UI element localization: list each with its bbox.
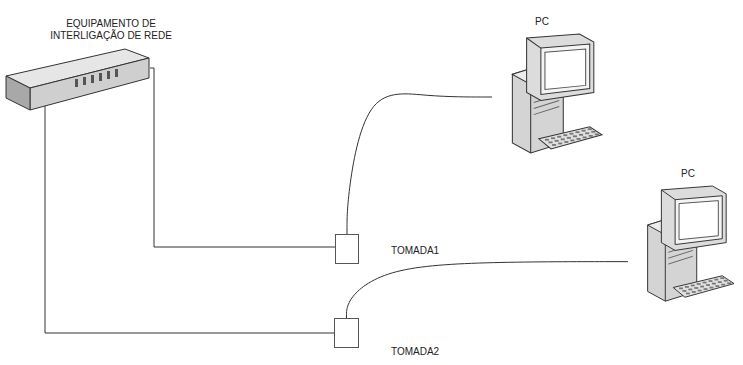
node-label: TOMADA1: [390, 245, 440, 257]
cable-line: [150, 68, 335, 247]
node-label: TOMADA2: [390, 346, 440, 358]
computer-icon: PC: [628, 186, 736, 308]
node-label: PC: [680, 168, 696, 180]
computer-icon: PC: [492, 34, 604, 160]
pc-symbol: [628, 186, 736, 308]
pc-symbol: [492, 34, 604, 160]
node-label: EQUIPAMENTO DE INTERLIGAÇÃO DE REDE: [35, 18, 187, 42]
wall-outlet: TOMADA2: [334, 318, 359, 348]
network-switch: EQUIPAMENTO DE INTERLIGAÇÃO DE REDE: [5, 48, 150, 112]
wall-outlet: TOMADA1: [335, 234, 359, 264]
node-label: PC: [534, 16, 550, 28]
switch-symbol: [5, 48, 150, 112]
cable-line: [347, 94, 492, 234]
cable-line: [45, 104, 334, 333]
cable-line: [347, 262, 629, 318]
